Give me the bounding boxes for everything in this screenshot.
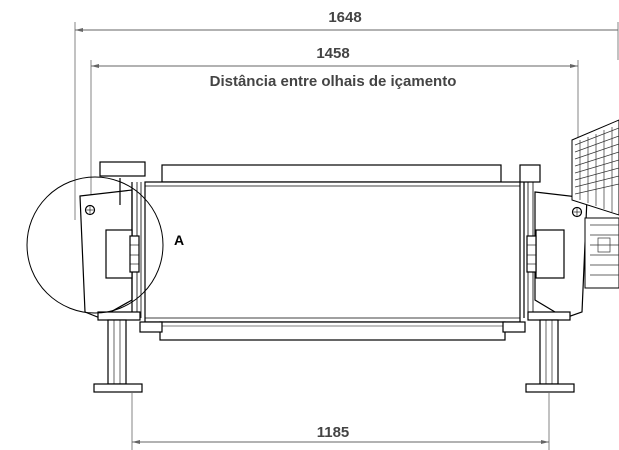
dimension-overall-width	[74, 22, 619, 220]
main-body	[139, 164, 526, 341]
detail-label-a: A	[174, 232, 184, 248]
dimension-support-distance-label: 1185	[317, 424, 350, 441]
dimension-overall-width-label: 1648	[328, 9, 361, 26]
left-frame	[79, 161, 146, 321]
dimension-support-distance	[131, 392, 550, 450]
right-leg	[525, 319, 575, 393]
right-frame	[519, 164, 588, 321]
left-leg	[93, 319, 143, 393]
motor-assembly	[571, 119, 619, 289]
dimension-lifting-eyes-label: 1458	[316, 45, 349, 62]
detail-circle-a	[26, 176, 164, 314]
dimension-lifting-eyes-caption: Distância entre olhais de içamento	[210, 73, 457, 90]
